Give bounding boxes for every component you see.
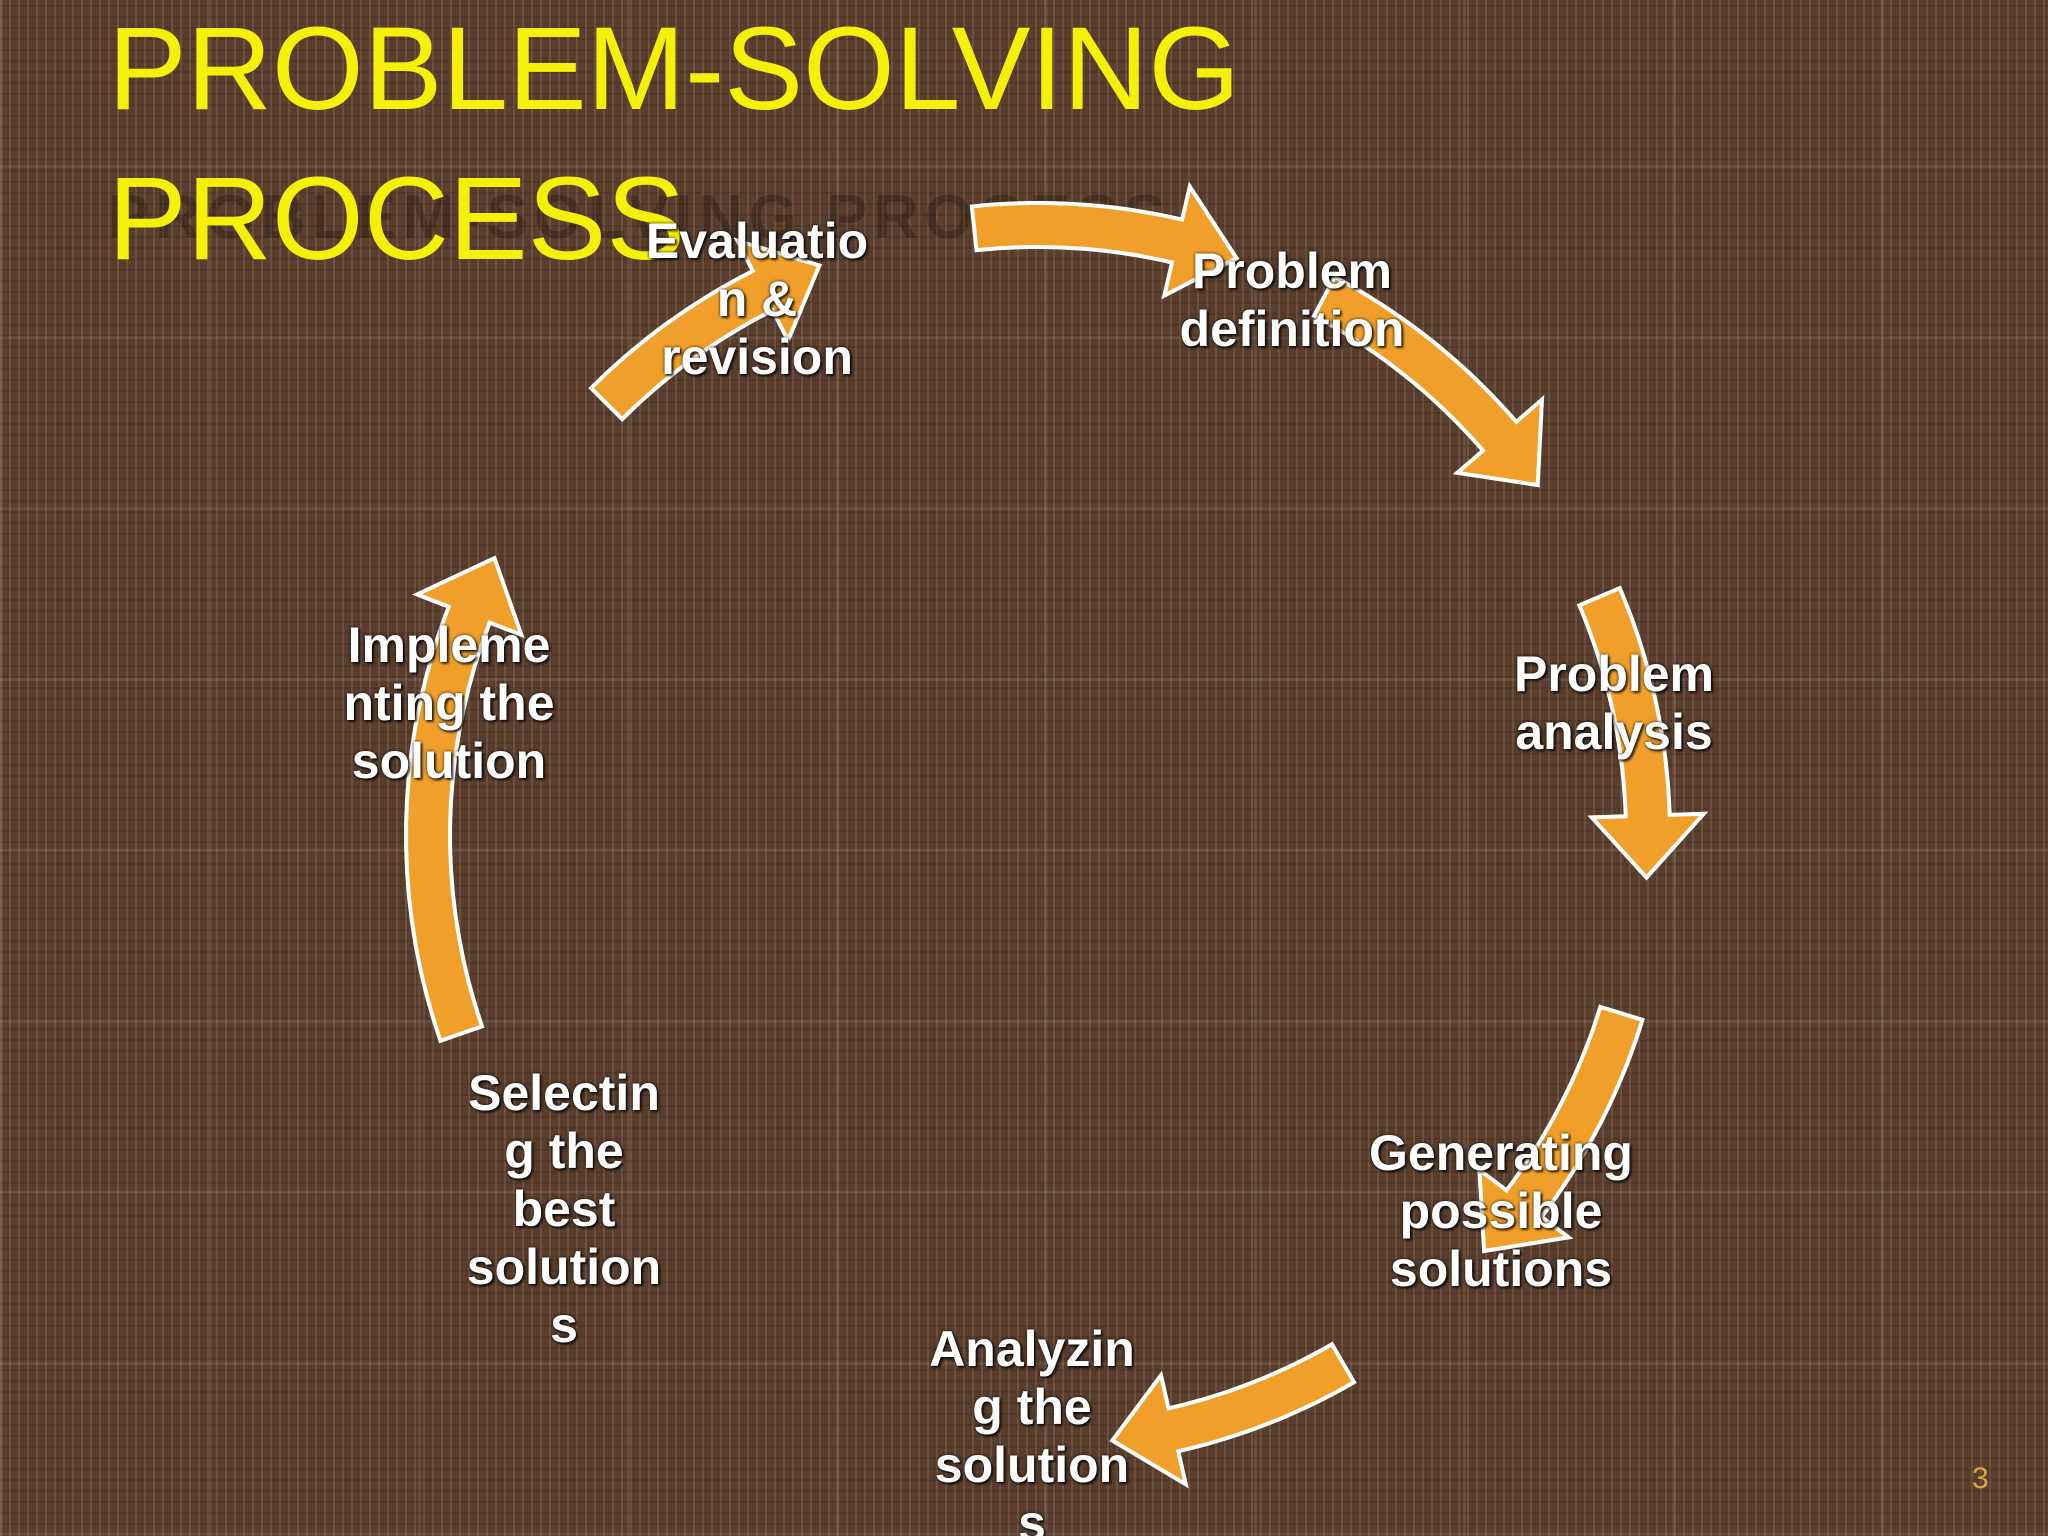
step-implementing-the-solution: Impleme nting the solution [343,617,555,789]
step-problem-definition: Problem definition [1179,243,1405,357]
arrow-evaluation-to-definition [404,555,525,1044]
step-selecting-the-best-solutions: Selectin g the best solution s [466,1065,662,1353]
arrow-analyzing-to-selecting [1576,585,1709,881]
page-number: 3 [1972,1462,1989,1495]
arrow-definition-to-analysis [588,237,823,423]
step-problem-analysis: Problem analysis [1513,646,1715,760]
step-generating-possible-solutions: Generating possible solutions [1369,1125,1633,1297]
step-evaluation-and-revision: Evaluatio n & revision [645,213,869,385]
arrow-generating-to-analyzing [1311,274,1545,488]
arrow-analysis-to-generating [969,181,1240,300]
arrow-selecting-to-implementing [1477,1004,1645,1254]
arrow-implementing-to-evaluation [1109,1341,1357,1489]
step-analyzing-the-solutions: Analyzin g the solution s [929,1321,1135,1536]
slide-title: PROBLEM-SOLVING PROCESS [108,3,1241,285]
